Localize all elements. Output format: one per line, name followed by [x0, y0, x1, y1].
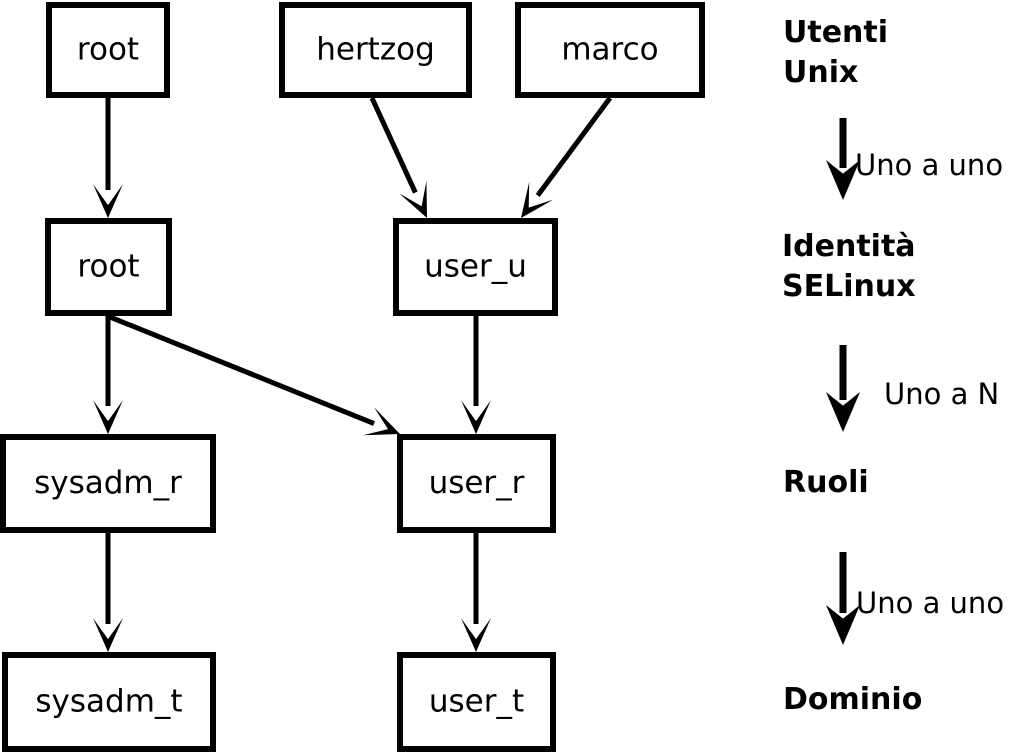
- node-box: [515, 2, 705, 98]
- arrow-head-icon: [461, 618, 491, 652]
- edge-unix_marco-to-sel_user_u: [521, 96, 613, 218]
- node-label: sysadm_r: [34, 465, 182, 501]
- legend-stage-line: Unix: [783, 55, 858, 90]
- edge-sel_user_u-to-role_user: [461, 316, 491, 434]
- arrow-head-icon: [461, 400, 491, 434]
- arrow-head-icon: [93, 400, 123, 434]
- legend-arrow-head-icon: [826, 160, 860, 200]
- legend-arrow-head-icon: [826, 392, 860, 432]
- node-box: [393, 218, 558, 316]
- edge-unix_hertzog-to-sel_user_u: [369, 96, 427, 218]
- edge-shaft: [369, 96, 418, 194]
- node-unix_root[interactable]: root: [46, 2, 170, 98]
- arrow-head-icon: [399, 180, 427, 218]
- legend-stage-line: SELinux: [782, 269, 916, 304]
- node-role_sysadm[interactable]: sysadm_r: [0, 434, 216, 533]
- edges-layer: [93, 96, 613, 652]
- node-label: marco: [561, 32, 658, 68]
- node-box: [279, 2, 472, 98]
- legend-stage-line: Ruoli: [783, 465, 869, 500]
- node-dom_user[interactable]: user_t: [397, 652, 556, 752]
- node-box: [45, 218, 172, 316]
- node-label: sysadm_t: [35, 684, 182, 720]
- node-dom_sysadm[interactable]: sysadm_t: [2, 652, 216, 752]
- edge-shaft: [109, 314, 375, 426]
- edge-shaft: [535, 96, 613, 197]
- legend-stage-line: Dominio: [783, 682, 922, 717]
- node-role_user[interactable]: user_r: [397, 434, 556, 533]
- edge-unix_root-to-sel_root: [93, 98, 123, 218]
- node-box: [46, 2, 170, 98]
- node-label: root: [77, 32, 139, 68]
- rel-uno-a-uno-2: Uno a uno: [826, 552, 1004, 645]
- legend-stage-line: Utenti: [783, 15, 888, 50]
- arrow-head-icon: [521, 181, 554, 218]
- node-label: user_u: [424, 249, 527, 285]
- node-box: [2, 652, 216, 752]
- stage-ruoli: Ruoli: [783, 465, 869, 500]
- edge-sel_root-to-role_user: [109, 314, 400, 436]
- node-label: user_t: [429, 684, 524, 720]
- rel-uno-a-n: Uno a N: [826, 345, 999, 432]
- node-box: [397, 434, 556, 533]
- node-box: [397, 652, 556, 752]
- legend-stage-line: Identità: [782, 229, 916, 264]
- node-sel_root[interactable]: root: [45, 218, 172, 316]
- legend-arrow-head-icon: [826, 605, 860, 645]
- legend-relation-label: Uno a uno: [855, 148, 1003, 182]
- legend-relation-label: Uno a N: [884, 377, 999, 411]
- arrow-head-icon: [93, 618, 123, 652]
- node-sel_user_u[interactable]: user_u: [393, 218, 558, 316]
- edge-role_sysadm-to-dom_sysadm: [93, 533, 123, 652]
- node-box: [0, 434, 216, 533]
- node-label: user_r: [429, 465, 525, 501]
- edge-role_user-to-dom_user: [461, 533, 491, 652]
- node-label: hertzog: [316, 32, 435, 68]
- stage-dominio: Dominio: [783, 682, 922, 717]
- node-label: root: [77, 249, 139, 285]
- nodes-layer: root hertzog marco root user_u sysadm_r user_r…: [0, 2, 705, 752]
- legend-relation-label: Uno a uno: [856, 586, 1004, 620]
- rel-uno-a-uno-1: Uno a uno: [826, 118, 1003, 200]
- arrow-head-icon: [93, 184, 123, 218]
- edge-sel_root-to-role_sysadm: [93, 316, 123, 434]
- arrow-head-icon: [362, 407, 400, 436]
- node-unix_marco[interactable]: marco: [515, 2, 705, 98]
- node-unix_hertzog[interactable]: hertzog: [279, 2, 472, 98]
